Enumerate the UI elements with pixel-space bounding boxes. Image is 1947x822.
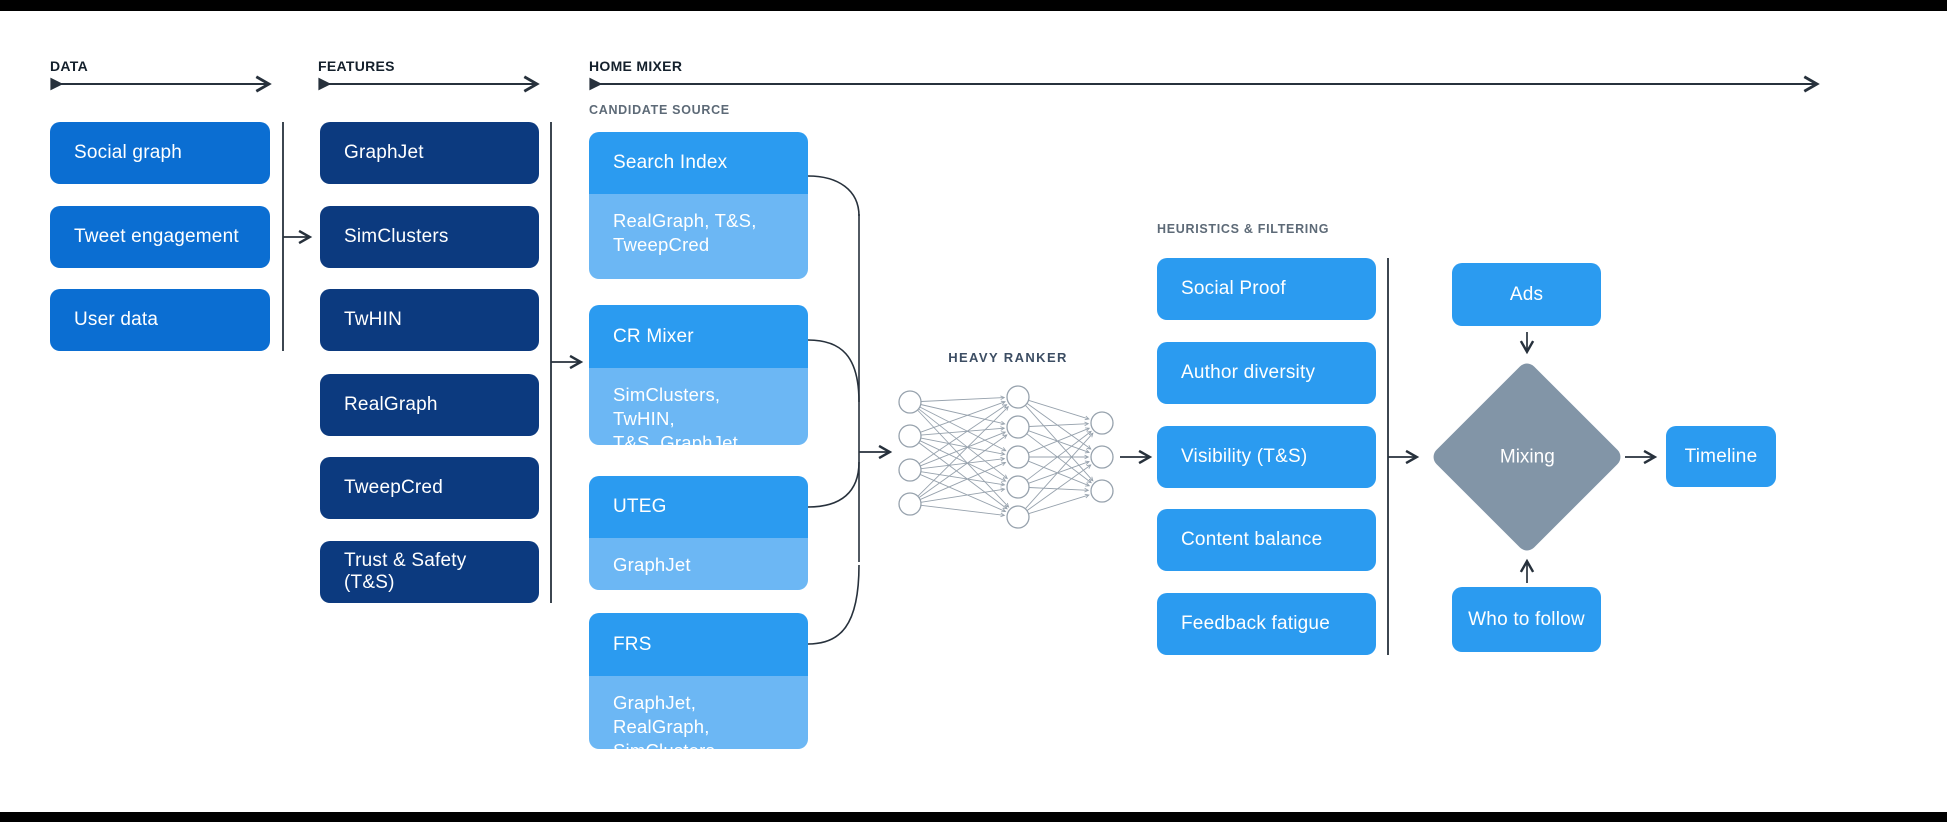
node-label: Visibility (T&S) bbox=[1181, 446, 1308, 467]
top-bar bbox=[0, 0, 1947, 11]
node-social-proof: Social Proof bbox=[1157, 258, 1376, 320]
node-label: Author diversity bbox=[1181, 362, 1316, 383]
node-label: Content balance bbox=[1181, 529, 1323, 550]
node-label: TwHIN bbox=[344, 309, 402, 330]
node-search-index-uses: RealGraph, T&S, TweepCred bbox=[589, 194, 808, 279]
node-label: Social Proof bbox=[1181, 278, 1286, 299]
node-graphjet: GraphJet bbox=[320, 122, 539, 184]
subsection-title-candidate-source: CANDIDATE SOURCE bbox=[589, 103, 730, 117]
node-frs-uses: GraphJet, RealGraph, SimClusters bbox=[589, 676, 808, 761]
node-label: Timeline bbox=[1684, 445, 1758, 467]
node-label: Feedback fatigue bbox=[1181, 613, 1330, 634]
subsection-title-heavy-ranker: HEAVY RANKER bbox=[948, 350, 1068, 365]
node-frs: FRS bbox=[589, 613, 808, 676]
node-label: TweepCred bbox=[344, 477, 443, 498]
node-uteg: UTEG bbox=[589, 476, 808, 538]
node-tweepcred: TweepCred bbox=[320, 457, 539, 519]
node-author-diversity: Author diversity bbox=[1157, 342, 1376, 404]
node-who-to-follow: Who to follow bbox=[1452, 587, 1601, 652]
node-search-index: Search Index bbox=[589, 132, 808, 194]
bottom-bar bbox=[0, 812, 1947, 822]
node-feedback-fatigue: Feedback fatigue bbox=[1157, 593, 1376, 655]
node-tweet-engagement: Tweet engagement bbox=[50, 206, 270, 268]
node-ads: Ads bbox=[1452, 263, 1601, 326]
node-timeline: Timeline bbox=[1666, 426, 1776, 487]
node-label: Search Index bbox=[613, 152, 728, 173]
node-content-balance: Content balance bbox=[1157, 509, 1376, 571]
node-label: Tweet engagement bbox=[74, 226, 239, 247]
node-label: Mixing bbox=[1499, 446, 1555, 467]
node-label: SimClusters bbox=[344, 226, 449, 247]
node-label: GraphJet bbox=[344, 142, 424, 163]
node-label: RealGraph bbox=[344, 394, 438, 415]
subsection-title-heuristics: HEURISTICS & FILTERING bbox=[1157, 222, 1330, 236]
node-label: Trust & Safety (T&S) bbox=[344, 550, 467, 593]
node-social-graph: Social graph bbox=[50, 122, 270, 184]
node-simclusters: SimClusters bbox=[320, 206, 539, 268]
section-title-features: FEATURES bbox=[318, 58, 395, 74]
node-user-data: User data bbox=[50, 289, 270, 351]
node-label: User data bbox=[74, 309, 159, 330]
node-realgraph: RealGraph bbox=[320, 374, 539, 436]
node-visibility: Visibility (T&S) bbox=[1157, 426, 1376, 488]
node-cr-mixer: CR Mixer bbox=[589, 305, 808, 368]
node-label: Social graph bbox=[74, 142, 183, 163]
node-twhin: TwHIN bbox=[320, 289, 539, 351]
node-label: CR Mixer bbox=[613, 325, 694, 347]
candidate-merge-connectors bbox=[807, 175, 860, 645]
node-uteg-uses: GraphJet bbox=[589, 538, 808, 590]
node-trust-safety: Trust & Safety (T&S) bbox=[320, 541, 539, 603]
node-label: Ads bbox=[1509, 283, 1544, 305]
node-label: FRS bbox=[613, 633, 652, 655]
neural-network-illustration bbox=[898, 385, 1114, 529]
section-title-data: DATA bbox=[50, 58, 89, 74]
flow-arrows bbox=[283, 229, 1658, 583]
node-label: Who to follow bbox=[1468, 608, 1585, 630]
node-label: UTEG bbox=[613, 496, 667, 517]
node-cr-mixer-uses: SimClusters, TwHIN, T&S, GraphJet bbox=[589, 368, 808, 453]
section-title-home-mixer: HOME MIXER bbox=[589, 58, 683, 74]
